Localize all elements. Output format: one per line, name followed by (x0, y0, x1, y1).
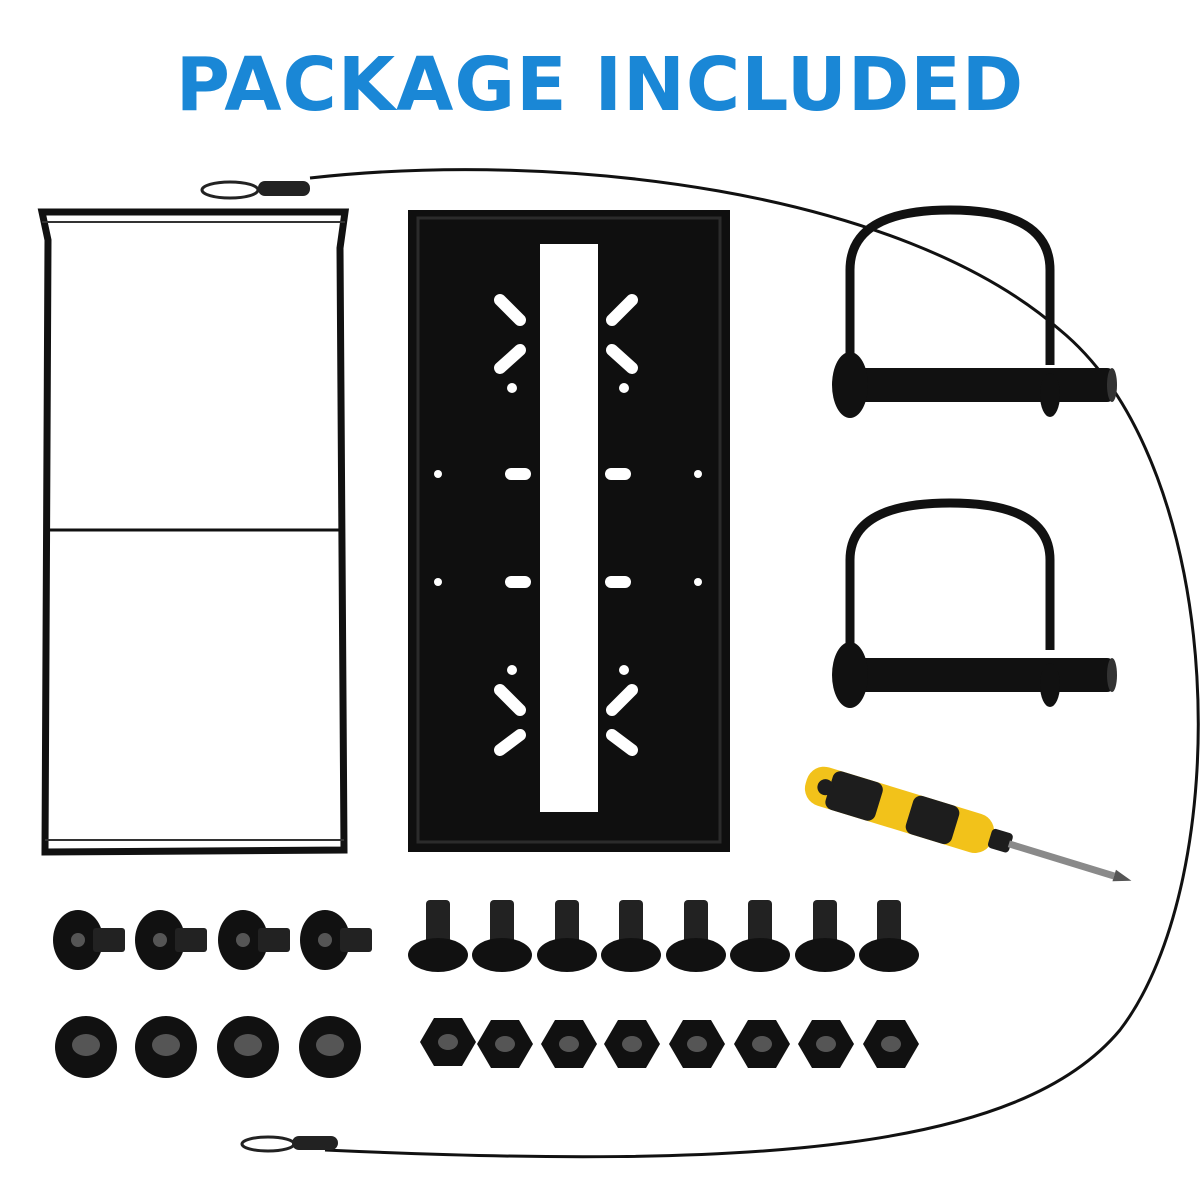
hex-nut-icon (420, 1018, 476, 1066)
lock-pin-icon (832, 498, 1117, 708)
hex-nut-icon (477, 1020, 533, 1068)
bolt-icon (795, 900, 855, 972)
page-title: PACKAGE INCLUDED (175, 42, 1025, 128)
screw-icon (135, 910, 207, 970)
hex-nut-icon (734, 1020, 790, 1068)
flange-nut-icon (217, 1016, 279, 1078)
flange-nut-icon (55, 1016, 117, 1078)
screw-icon (53, 910, 125, 970)
flange-nut-icon (299, 1016, 361, 1078)
hex-nut-icon (669, 1020, 725, 1068)
frame-icon (37, 208, 350, 856)
bolt-icon (537, 900, 597, 972)
bolt-icon (601, 900, 661, 972)
hex-nut-icon (541, 1020, 597, 1068)
flange-nut-icon (135, 1016, 197, 1078)
screwdriver-icon (804, 766, 1132, 882)
lock-pin-icon (832, 205, 1117, 418)
bolt-icon (472, 900, 532, 972)
bolt-icon (666, 900, 726, 972)
hex-nut-icon (798, 1020, 854, 1068)
screw-icon (218, 910, 290, 970)
hex-nut-icon (604, 1020, 660, 1068)
cable-icon (200, 168, 1200, 1159)
tray-plate-icon (408, 210, 730, 852)
hex-nut-icon (863, 1020, 919, 1068)
bolt-icon (859, 900, 919, 972)
screw-icon (300, 910, 372, 970)
bolt-icon (730, 900, 790, 972)
bolt-icon (408, 900, 468, 972)
